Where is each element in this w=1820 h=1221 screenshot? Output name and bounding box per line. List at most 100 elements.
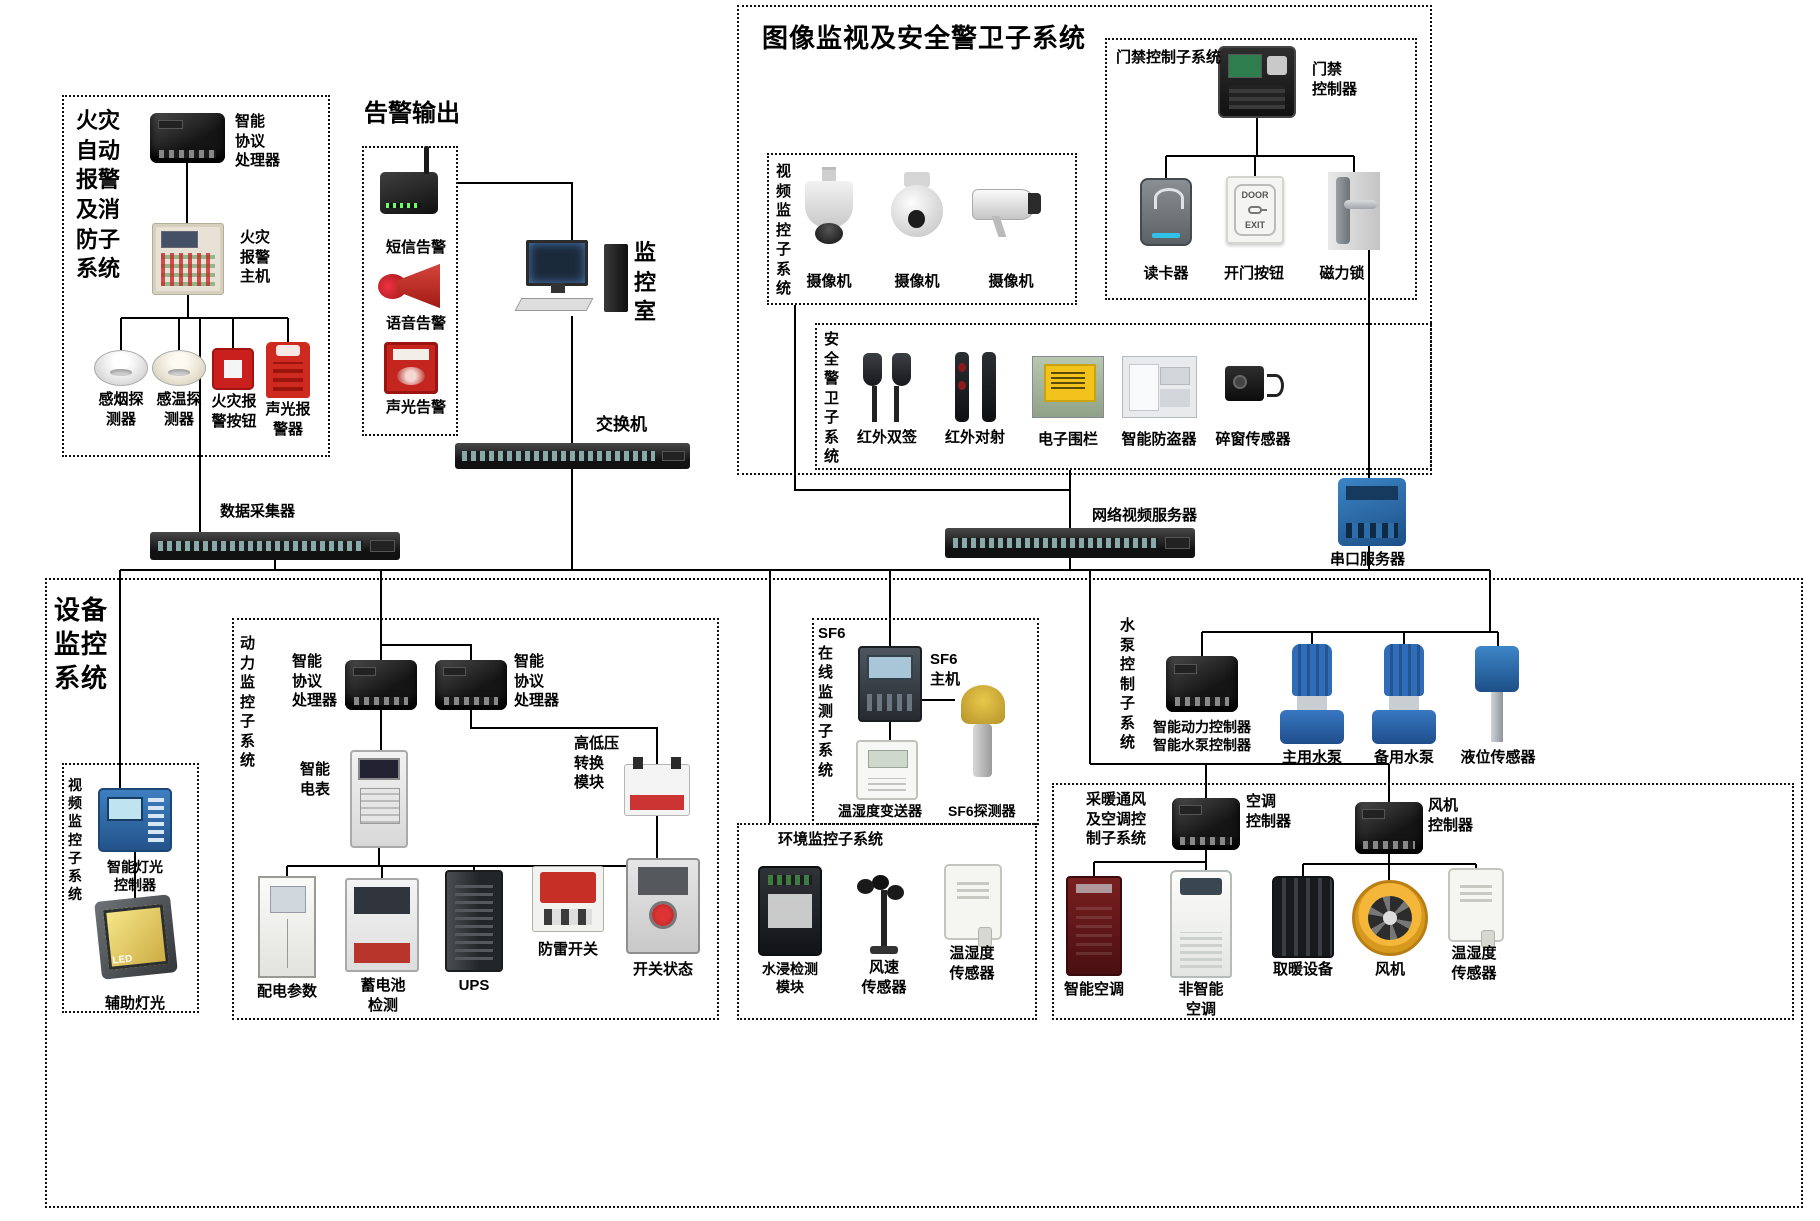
backup-pump-label: 备用水泵 bbox=[1373, 749, 1434, 766]
module-band bbox=[630, 795, 684, 810]
water-leak-module-label: 水浸检测 模块 bbox=[762, 961, 818, 996]
key-icon bbox=[1248, 206, 1267, 214]
sf6-host-image bbox=[858, 646, 922, 722]
smart-light-controller-label: 智能灯光 控制器 bbox=[107, 859, 163, 894]
sound-light-alarm-image bbox=[384, 342, 438, 394]
card-reader-image bbox=[1140, 178, 1192, 246]
distribution-cabinet-label: 配电参数 bbox=[256, 983, 317, 1000]
fingerprint-pad bbox=[1228, 84, 1286, 110]
power-monitor-title: 动 力 监 控 子 系 统 bbox=[240, 635, 256, 769]
sensor-base bbox=[869, 946, 899, 954]
smart-ac-image bbox=[1066, 876, 1122, 976]
window-break-sensor-label: 碎窗传感器 bbox=[1215, 431, 1291, 448]
fire-subsystem-title: 火灾 自动 报警 及消 防子 系统 bbox=[76, 108, 121, 282]
fan-label: 风机 bbox=[1374, 961, 1405, 978]
camera-mount bbox=[992, 216, 1007, 237]
anti-theft-device-label: 智能防盗器 bbox=[1121, 431, 1197, 448]
detector-stand bbox=[871, 386, 877, 422]
sf6-host-label: SF6 主机 bbox=[930, 651, 961, 688]
fire-subsystem-box bbox=[62, 95, 330, 457]
smoke-detector-image bbox=[94, 350, 148, 386]
voice-alarm-label: 语音告警 bbox=[386, 315, 447, 332]
ac-controller-label: 空调 控制器 bbox=[1246, 793, 1292, 830]
card-reader-label: 读卡器 bbox=[1143, 265, 1189, 282]
sms-alarm-label: 短信告警 bbox=[386, 239, 447, 256]
power-connectors bbox=[286, 570, 663, 878]
access-controller-image bbox=[1218, 46, 1296, 118]
plain-ac-image bbox=[1170, 870, 1232, 978]
temp-humidity-transmitter-image bbox=[856, 740, 918, 800]
computer-monitor bbox=[526, 240, 588, 293]
sf6-detector-label: SF6探测器 bbox=[948, 803, 1016, 819]
alarm-monitor-connector bbox=[458, 182, 573, 243]
pump-controller-label: 智能动力控制器 智能水泵控制器 bbox=[1153, 719, 1251, 754]
wind-speed-sensor-label: 风速 传感器 bbox=[861, 959, 907, 996]
data-collector-image bbox=[150, 532, 400, 560]
network-switch-label: 交换机 bbox=[596, 415, 647, 434]
access-control-box bbox=[1105, 38, 1417, 300]
door-open-button-label: 开门按钮 bbox=[1223, 265, 1284, 282]
main-pump-image bbox=[1280, 644, 1344, 744]
pump-connectors bbox=[1201, 570, 1499, 656]
ir-beam-detector-image bbox=[948, 352, 1003, 422]
power-protocol-processor-2-label: 智能 协议 处理器 bbox=[514, 653, 560, 709]
beam-lens bbox=[957, 363, 966, 373]
security-guard-title: 安 全 警 卫 子 系 统 bbox=[824, 331, 840, 465]
fire-alarm-host-image bbox=[152, 223, 224, 295]
fire-sounder-label: 声光报 警器 bbox=[265, 401, 311, 438]
window-break-sensor-image bbox=[1218, 358, 1288, 414]
temp-humidity-transmitter-label: 温湿度变送器 bbox=[838, 803, 922, 819]
sound-light-alarm-label: 声光告警 bbox=[386, 399, 447, 416]
fire-protocol-processor-label: 智能 协议 处理器 bbox=[235, 113, 281, 169]
fire-alarm-host-label: 火灾 报警 主机 bbox=[240, 229, 271, 285]
aux-light-image: LED bbox=[94, 894, 178, 980]
sf6-connectors bbox=[889, 570, 955, 740]
distribution-cabinet-image bbox=[258, 876, 316, 978]
ir-dual-detector-label: 红外双签 bbox=[856, 429, 917, 446]
access-controller-label: 门禁 控制器 bbox=[1312, 61, 1358, 98]
dome-camera-image bbox=[800, 170, 858, 246]
ptz-camera-label: 摄像机 bbox=[894, 273, 940, 290]
power-monitor-box bbox=[232, 618, 719, 1020]
hv-lv-module-label: 高低压 转换 模块 bbox=[574, 735, 620, 791]
ac-controller-image bbox=[1172, 798, 1240, 850]
hv-lv-module-image bbox=[624, 757, 690, 816]
camera-lens bbox=[908, 210, 925, 229]
bullet-camera-image bbox=[972, 185, 1050, 237]
aux-light-label: 辅助灯光 bbox=[104, 995, 165, 1012]
computer-tower bbox=[604, 244, 628, 312]
electric-fence-image bbox=[1032, 356, 1104, 418]
door-button-face: DOOR EXIT bbox=[1234, 184, 1276, 236]
hvac-control-title: 采暖通风 及空调控 制子系统 bbox=[1086, 791, 1147, 847]
smoke-detector-label: 感烟探 测器 bbox=[98, 391, 144, 428]
env-temp-humidity-sensor-label: 温湿度 传感器 bbox=[949, 945, 995, 982]
ir-dual-detector-image bbox=[858, 350, 916, 422]
door-open-button-image: DOOR EXIT bbox=[1226, 176, 1284, 244]
fan-controller-label: 风机 控制器 bbox=[1428, 797, 1474, 834]
network-video-server-image bbox=[945, 528, 1195, 558]
fire-connectors bbox=[120, 163, 289, 532]
sf6-monitor-title: SF6 在 线 监 测 子 系 统 bbox=[818, 625, 846, 779]
electric-fence-label: 电子围栏 bbox=[1037, 431, 1098, 448]
env-temp-humidity-sensor-image bbox=[944, 864, 1002, 947]
lighting-subsystem-box bbox=[62, 763, 199, 1013]
hvac-temp-humidity-sensor-image bbox=[1448, 868, 1504, 949]
access-control-title: 门禁控制子系统 bbox=[1116, 49, 1222, 66]
pump-flange bbox=[1296, 696, 1328, 710]
breaker-state-label: 开关状态 bbox=[632, 961, 693, 978]
monitor-room-computer-image bbox=[514, 240, 628, 320]
plain-ac-label: 非智能 空调 bbox=[1178, 981, 1224, 1018]
smart-meter-image bbox=[350, 750, 408, 848]
alarm-output-title: 告警输出 bbox=[364, 100, 460, 127]
battery-tester-image bbox=[345, 878, 419, 972]
lighting-video-title: 视 频 监 控 子 系 统 bbox=[68, 777, 82, 903]
smart-meter-label: 智能 电表 bbox=[300, 761, 331, 798]
video-surveillance-box bbox=[767, 153, 1077, 305]
data-collector-label: 数据采集器 bbox=[220, 503, 296, 520]
water-leak-module-image bbox=[758, 866, 822, 956]
anti-theft-device-image bbox=[1122, 356, 1197, 418]
fire-protocol-processor-image bbox=[150, 113, 225, 163]
level-sensor-image bbox=[1468, 646, 1526, 742]
